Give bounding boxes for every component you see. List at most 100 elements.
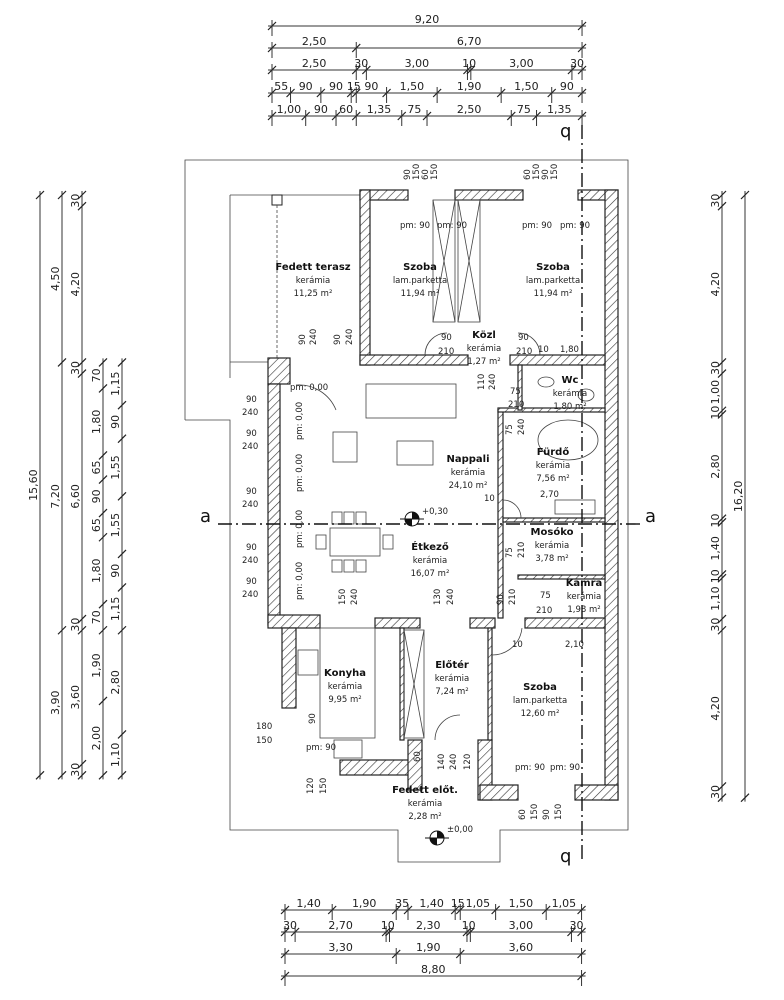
dimension-tick [117,625,127,635]
dimension-label: 4,20 [709,272,722,297]
dimension-label: 1,35 [367,103,392,116]
plan-annotation: 1,80 [560,345,579,355]
plan-annotation: 2,70 [540,490,559,500]
stove [297,649,319,676]
room-name: Szoba [403,262,437,273]
dimension-label: 2,30 [416,919,441,932]
dimension-label: 3,00 [509,57,534,70]
dimension-label: 1,55 [109,455,122,480]
plan-annotation: 150 [430,164,440,180]
room-area: 16,07 m² [411,569,450,579]
dimension-label: 16,20 [732,481,745,513]
dimension-label: 75 [517,103,531,116]
dimension-label: 65 [90,518,103,532]
dimension-label: 2,70 [328,919,353,932]
plan-annotation: 75 [510,387,521,397]
dimension-label: 1,50 [509,897,534,910]
dimension-label: 9,20 [415,13,440,26]
dimension-label: 60 [339,103,353,116]
dimension-tick [717,517,727,527]
plan-annotation: 240 [242,500,258,510]
plan-annotation: 150 [532,164,542,180]
dimension-label: 1,40 [296,897,321,910]
dimension-tick [740,190,750,200]
plan-annotation: 90 [496,594,506,605]
dimension-label: 6,60 [69,484,82,509]
plan-annotation: 240 [242,590,258,600]
roof-outline [184,159,629,863]
dimension-tick [77,357,87,367]
room-floor: kerámia [435,674,469,684]
plan-annotation: 150 [319,778,329,794]
room-floor: lam.parketta [526,276,580,286]
plan-annotation: 90 [542,809,552,820]
dimension-label: 2,50 [302,57,327,70]
dimension-tick [77,369,87,378]
dimension-label: 4,20 [709,696,722,721]
plan-annotation: 120 [306,778,316,794]
dimension-label: 1,50 [514,80,539,93]
room-name: Szoba [523,682,557,693]
room-floor: kerámia [451,468,485,478]
room-name: Fürdő [537,446,570,458]
dimension-tick [35,190,45,200]
dimension-label: 3,00 [509,919,534,932]
plan-annotation: 90 [246,429,257,439]
plan-annotation: 90 [246,395,257,405]
plan-annotation: 75 [505,547,515,558]
dimension-tick [98,599,108,609]
plan-annotation: 210 [508,589,518,605]
dimension-label: 1,50 [400,80,425,93]
dimension-label: 10 [709,569,722,583]
room-floor: kerámia [553,389,587,399]
dimension-label: 1,05 [466,897,491,910]
dimension-label: 90 [109,415,122,429]
plan-annotation: 2,10 [565,640,584,650]
plan-annotation: 90 [541,169,551,180]
dimension-label: 2,80 [109,670,122,695]
dimension-tick [77,625,87,635]
dimension-tick [77,190,87,200]
dimension-tick [117,549,127,559]
plan-annotation: 140 [437,754,447,770]
sofa [365,383,457,419]
dimension-label: 2,50 [457,103,482,116]
dimension-label: 1,80 [90,410,103,435]
room-name: Étkező [411,540,449,553]
plan-annotation: 240 [242,442,258,452]
section-label-q-bottom: q [560,846,571,867]
dimension-tick [57,190,67,200]
plan-annotation: 240 [446,589,456,605]
room-name: Kamra [566,578,603,589]
room-floor: kerámia [536,461,570,471]
dimension-label: 30 [69,194,82,208]
plan-annotation: 90 [246,487,257,497]
dimension-label: 30 [709,194,722,208]
dimension-tick [117,357,127,367]
plan-annotation: 210 [438,347,454,357]
room-floor: kerámia [296,276,330,286]
dimension-label: 6,70 [457,35,482,48]
wc-basin [537,376,555,388]
dimension-label: 8,80 [421,963,446,976]
dimension-label: 35 [395,897,409,910]
plan-annotation: 240 [242,556,258,566]
dimension-tick [98,625,108,635]
dimension-tick [98,508,108,518]
plan-annotation: 210 [508,400,524,410]
dimension-label: 90 [364,80,378,93]
dimension-tick [117,583,127,592]
plan-annotation: 90 [403,169,413,180]
plan-annotation: 240 [309,329,319,345]
wardrobes [403,199,481,739]
plan-annotation: pm: 0,00 [295,510,305,548]
dimension-tick [98,696,108,706]
dimension-label: 90 [314,103,328,116]
dimension-label: 4,20 [69,272,82,297]
dimension-label: 30 [570,919,584,932]
dimension-label: 55 [274,80,288,93]
